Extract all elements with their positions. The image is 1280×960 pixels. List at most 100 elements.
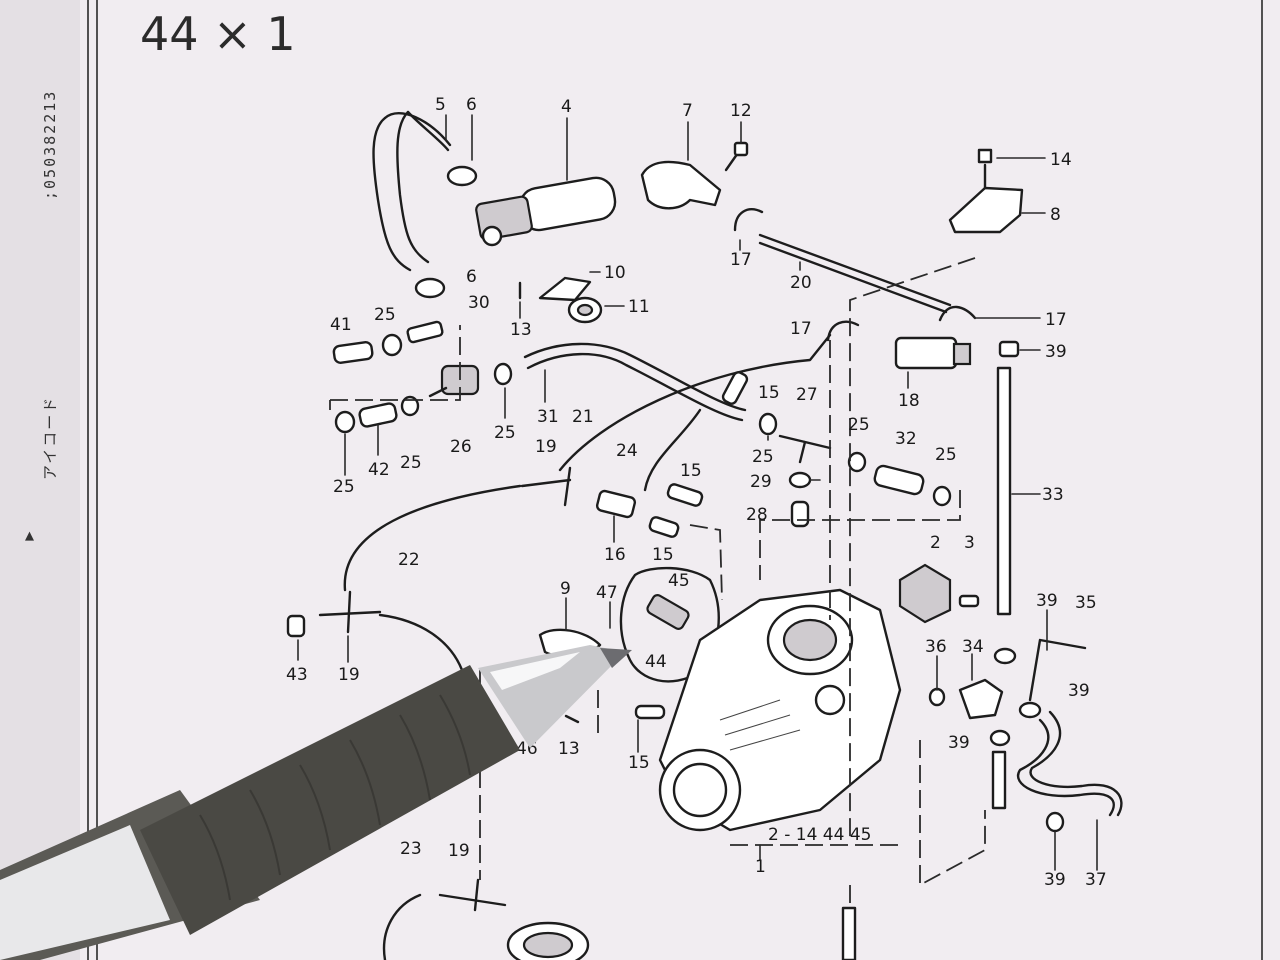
pen-tip xyxy=(600,648,632,668)
vertical-label: アイコード xyxy=(41,396,59,480)
hose-32 xyxy=(873,464,925,496)
clamp-25-g xyxy=(932,485,952,507)
leader-lines xyxy=(297,114,1098,871)
sensor-44 xyxy=(646,594,690,630)
callout-30: 30 xyxy=(468,293,490,313)
clamp-25-b xyxy=(493,362,513,386)
callout-5: 5 xyxy=(435,95,446,115)
callout-1: 1 xyxy=(755,857,766,877)
clamp-6-top xyxy=(446,165,478,187)
left-margin-strip xyxy=(0,0,80,960)
callout-19-upper: 19 xyxy=(535,437,557,457)
callout-14-top: 14 xyxy=(1050,150,1072,170)
callout-numbers: 5 6 4 7 12 14 8 17 20 10 6 11 13 30 41 2… xyxy=(286,95,1107,890)
callout-17-mid: 17 xyxy=(790,319,812,339)
callout-39-bottom: 39 xyxy=(1044,870,1066,890)
connector-30 xyxy=(406,320,444,344)
callout-39-top: 39 xyxy=(1045,342,1067,362)
screw-13-bottom xyxy=(564,714,580,724)
throttle-body-1 xyxy=(658,588,902,832)
callout-13-bottom: 13 xyxy=(558,739,580,759)
line-21 xyxy=(558,333,832,472)
filter-housing xyxy=(506,921,590,960)
clamp-43 xyxy=(286,614,306,638)
clamp-25-a xyxy=(381,333,403,357)
pen-grip-texture xyxy=(199,694,471,901)
callout-20: 20 xyxy=(790,273,812,293)
callout-7: 7 xyxy=(682,101,693,121)
valve-4 xyxy=(475,176,617,247)
callout-39-lower: 39 xyxy=(948,733,970,753)
elbow-17-right xyxy=(938,305,977,322)
callout-15-mid: 15 xyxy=(680,461,702,481)
callout-26: 26 xyxy=(450,437,472,457)
callout-43: 43 xyxy=(286,665,308,685)
callout-37: 37 xyxy=(1085,870,1107,890)
clamp-39-right xyxy=(1018,701,1042,719)
clamp-25-e xyxy=(758,412,778,436)
callout-44: 44 xyxy=(645,652,667,672)
line-lower-left xyxy=(378,613,464,672)
hose-15-bottom xyxy=(634,704,666,720)
hose-28 xyxy=(790,500,810,528)
pipe-bottom xyxy=(841,906,857,960)
callout-4: 4 xyxy=(561,97,572,117)
callout-6-top: 6 xyxy=(466,95,477,115)
tee-27 xyxy=(778,434,832,464)
clamp-39-mid xyxy=(993,647,1017,665)
pipe-33 xyxy=(996,366,1012,616)
callout-28: 28 xyxy=(746,505,768,525)
callout-25-g: 25 xyxy=(935,445,957,465)
bracket-7 xyxy=(640,160,722,210)
handwritten-quantity-note: 44 × 1 xyxy=(140,7,296,61)
callout-8: 8 xyxy=(1050,205,1061,225)
callout-32: 32 xyxy=(895,429,917,449)
clamp-25-f xyxy=(847,451,867,473)
grommet-11 xyxy=(567,296,603,324)
callout-11: 11 xyxy=(628,297,650,317)
callout-42: 42 xyxy=(368,460,390,480)
callout-34: 34 xyxy=(962,637,984,657)
tee-19-left xyxy=(318,590,382,634)
tee-19-bottom xyxy=(438,878,507,912)
hose-31 xyxy=(523,342,747,422)
callout-13-top: 13 xyxy=(510,320,532,340)
clamp-39-bottom xyxy=(1045,811,1065,833)
callout-25-b: 25 xyxy=(494,423,516,443)
fax-number-vertical: ;050382213 xyxy=(41,90,59,200)
nut-36 xyxy=(928,687,946,707)
pipe-short xyxy=(991,750,1007,810)
screw-3 xyxy=(958,594,980,608)
callout-22: 22 xyxy=(398,550,420,570)
callout-17-top: 17 xyxy=(730,250,752,270)
valve-18 xyxy=(894,336,972,370)
callout-25-a: 25 xyxy=(374,305,396,325)
callout-27: 27 xyxy=(796,385,818,405)
hose-41 xyxy=(332,341,374,364)
callout-10: 10 xyxy=(604,263,626,283)
elbow-17-top xyxy=(733,208,764,232)
cap-29 xyxy=(788,471,812,489)
callout-24: 24 xyxy=(616,441,638,461)
hose-15-mid xyxy=(666,483,704,507)
valve-34 xyxy=(958,678,1004,720)
callout-35: 35 xyxy=(1075,593,1097,613)
callout-31: 31 xyxy=(537,407,559,427)
line-24 xyxy=(643,408,702,492)
callout-21: 21 xyxy=(572,407,594,427)
vacuum-line-20 xyxy=(758,233,952,314)
sensor-2 xyxy=(898,563,952,624)
tee-19-upper xyxy=(520,466,572,507)
clamp-6-bottom xyxy=(414,277,446,299)
callout-36: 36 xyxy=(925,637,947,657)
hose-5 xyxy=(372,110,452,272)
callout-25-c: 25 xyxy=(333,477,355,497)
callout-1-range: 2 - 14 44 45 xyxy=(768,825,871,845)
hose-15-upper xyxy=(721,371,749,405)
pen-grip xyxy=(140,665,520,935)
callout-29: 29 xyxy=(750,472,772,492)
pen xyxy=(0,645,632,960)
hose-37 xyxy=(1016,710,1123,817)
callout-19-bottom: 19 xyxy=(448,841,470,861)
callout-39-mid: 39 xyxy=(1036,591,1058,611)
